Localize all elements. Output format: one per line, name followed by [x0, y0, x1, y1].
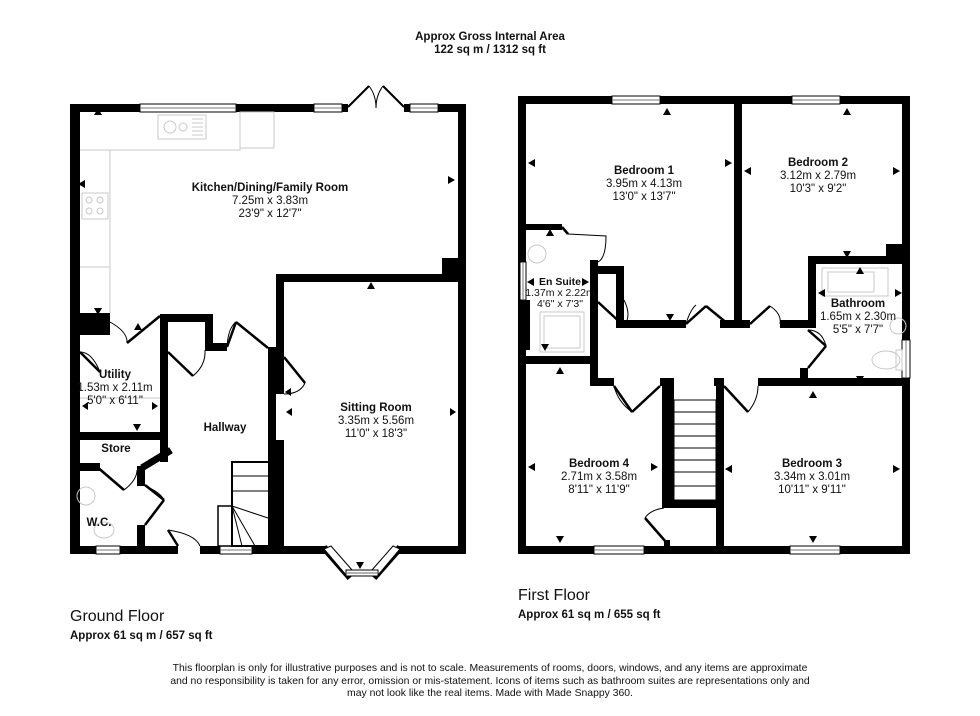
room-dimensions-metric: 2.71m x 3.58m	[560, 471, 638, 483]
room-name: Bathroom	[830, 298, 886, 310]
room-name: En Suite	[538, 276, 582, 288]
room-sitting-room: Sitting Room 3.35m x 5.56m 11'0" x 18'3"	[338, 402, 414, 441]
room-dimensions-metric: 1.37m x 2.22m	[525, 287, 595, 299]
ground-floor-caption: Ground Floor Approx 61 sq m / 657 sq ft	[70, 608, 213, 643]
room-dimensions-metric: 3.34m x 3.01m	[773, 471, 851, 483]
room-name: Kitchen/Dining/Family Room	[191, 182, 349, 194]
room-hallway: Hallway	[204, 422, 247, 435]
room-dimensions-metric: 3.95m x 4.13m	[605, 178, 683, 190]
room-name: Bedroom 3	[781, 458, 843, 470]
room-dimensions-imperial: 10'11" x 9'11"	[778, 484, 846, 496]
room-name: W.C.	[86, 517, 112, 529]
gross-area-title: Approx Gross Internal Area	[415, 31, 565, 43]
disclaimer-line: and no responsibility is taken for any e…	[170, 675, 810, 687]
room-dimensions-metric: 3.35m x 5.56m	[337, 415, 415, 427]
room-en-suite: En Suite 1.37m x 2.22m 4'6" x 7'3"	[525, 277, 594, 310]
room-bedroom-3: Bedroom 3 3.34m x 3.01m 10'11" x 9'11"	[774, 458, 850, 497]
room-dimensions-imperial: 13'0" x 13'7"	[612, 191, 676, 203]
room-name: Sitting Room	[340, 402, 412, 414]
room-dimensions-metric: 1.65m x 2.30m	[819, 311, 897, 323]
room-kitchen-dining-family: Kitchen/Dining/Family Room 7.25m x 3.83m…	[192, 182, 349, 221]
disclaimer-line: may not look like the real items. Made w…	[347, 688, 633, 699]
room-dimensions-imperial: 8'11" x 11'9"	[568, 484, 630, 496]
ground-floor-title: Ground Floor	[70, 608, 165, 625]
room-wc: W.C.	[87, 517, 112, 530]
room-bathroom: Bathroom 1.65m x 2.30m 5'5" x 7'7"	[820, 298, 896, 337]
room-name: Bedroom 1	[613, 165, 675, 177]
room-name: Store	[101, 443, 131, 455]
first-floor-title: First Floor	[518, 587, 590, 604]
disclaimer: This floorplan is only for illustrative …	[150, 663, 830, 701]
room-dimensions-metric: 1.53m x 2.11m	[77, 382, 153, 394]
room-utility: Utility 1.53m x 2.11m 5'0" x 6'11"	[77, 369, 152, 408]
room-bedroom-1: Bedroom 1 3.95m x 4.13m 13'0" x 13'7"	[606, 165, 682, 204]
room-dimensions-imperial: 23'9" x 12'7"	[238, 208, 302, 220]
gross-area-header: Approx Gross Internal Area 122 sq m / 13…	[0, 31, 980, 57]
ground-floor-plan	[70, 85, 466, 580]
room-dimensions-imperial: 10'3" x 9'2"	[789, 183, 847, 195]
room-dimensions-imperial: 5'5" x 7'7"	[832, 324, 884, 336]
ground-floor-area: Approx 61 sq m / 657 sq ft	[70, 630, 213, 642]
room-bedroom-4: Bedroom 4 2.71m x 3.58m 8'11" x 11'9"	[561, 458, 637, 497]
disclaimer-line: This floorplan is only for illustrative …	[172, 663, 808, 674]
room-store: Store	[101, 443, 130, 456]
room-dimensions-imperial: 4'6" x 7'3"	[537, 298, 583, 310]
room-dimensions-metric: 7.25m x 3.83m	[231, 195, 309, 207]
first-floor-caption: First Floor Approx 61 sq m / 655 sq ft	[518, 587, 661, 622]
room-dimensions-imperial: 11'0" x 18'3"	[344, 428, 408, 440]
room-name: Hallway	[203, 422, 247, 434]
first-floor-area: Approx 61 sq m / 655 sq ft	[518, 609, 661, 621]
room-bedroom-2: Bedroom 2 3.12m x 2.79m 10'3" x 9'2"	[780, 157, 856, 196]
room-name: Utility	[99, 369, 131, 381]
room-dimensions-metric: 3.12m x 2.79m	[779, 170, 857, 182]
first-floor-plan	[518, 95, 911, 555]
room-name: Bedroom 2	[787, 157, 849, 169]
room-name: Bedroom 4	[568, 458, 630, 470]
gross-area-value: 122 sq m / 1312 sq ft	[434, 44, 546, 56]
room-dimensions-imperial: 5'0" x 6'11"	[87, 395, 143, 407]
